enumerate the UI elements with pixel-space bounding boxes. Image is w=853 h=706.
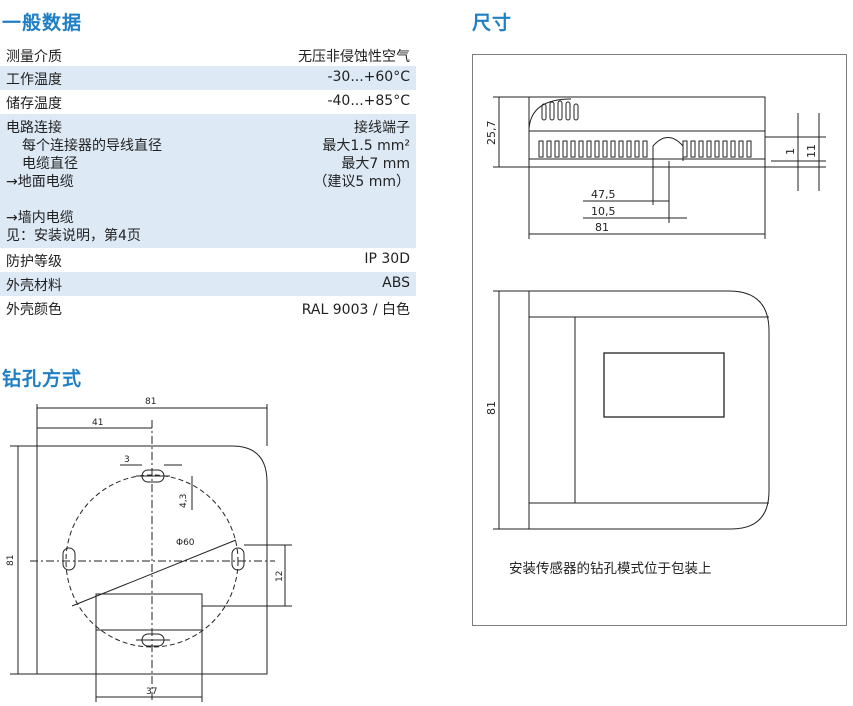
spec-subvalue: （建议5 mm） [313, 174, 410, 190]
dimensions-panel: 25,7 1 11 47,5 10,5 81 81 安装传感器的钻孔模式位于包装… [472, 54, 847, 626]
spec-label: 测量介质 [6, 49, 62, 65]
spec-row-operating-temp: 工作温度 -30...+60°C [0, 66, 416, 90]
spec-subvalue: 最大1.5 mm² [322, 138, 410, 154]
drill-dim-3: 3 [124, 455, 130, 465]
spec-value: RAL 9003 / 白色 [301, 302, 410, 318]
spec-row-storage-temp: 储存温度 -40...+85°C [0, 90, 416, 114]
spec-value: 无压非侵蚀性空气 [298, 49, 410, 65]
spec-note: 见：安装说明，第4页 [6, 228, 141, 244]
dim-width-label: 81 [595, 221, 609, 234]
dimensions-drawing: 25,7 1 11 47,5 10,5 81 81 [485, 96, 826, 530]
general-data-heading: 一般数据 [2, 12, 83, 34]
drill-dim-height: 81 [6, 555, 16, 566]
drill-dim-37: 37 [146, 687, 157, 697]
spec-sublabel: →地面电缆 [6, 174, 74, 190]
spec-value: ABS [382, 275, 410, 291]
spec-row-medium: 测量介质 无压非侵蚀性空气 [0, 44, 416, 66]
dim-47-label: 47,5 [591, 188, 616, 201]
drill-dim-width: 81 [145, 397, 156, 407]
spec-row-electrical: 电路连接 接线端子 每个连接器的导线直径 最大1.5 mm² 电缆直径 最大7 … [0, 114, 416, 248]
spec-label: 工作温度 [6, 72, 62, 88]
spec-value: -40...+85°C [327, 93, 410, 109]
spec-label: 电路连接 [6, 120, 62, 136]
spec-label: 外壳颜色 [6, 302, 62, 318]
side-vents [538, 140, 752, 158]
spec-sublabel: 电缆直径 [22, 156, 78, 172]
spec-value: -30...+60°C [327, 69, 410, 85]
drilling-pattern-drawing: 81 41 3 4,3 Φ60 81 12 37 [6, 397, 292, 702]
spec-row-housing-material: 外壳材料 ABS [0, 272, 416, 296]
drilling-heading: 钻孔方式 [2, 368, 83, 390]
dimensions-heading: 尺寸 [472, 12, 513, 34]
spec-value: 接线端子 [354, 120, 410, 136]
dim-front-height-label: 81 [485, 401, 498, 415]
spec-value: IP 30D [364, 251, 410, 267]
spec-label: 外壳材料 [6, 278, 62, 294]
panel-note: 安装传感器的钻孔模式位于包装上 [509, 561, 712, 577]
spec-label: 储存温度 [6, 96, 62, 112]
drill-dim-dia: Φ60 [176, 538, 195, 548]
drill-dim-41: 41 [92, 418, 103, 428]
spec-sublabel: 每个连接器的导线直径 [22, 138, 162, 154]
spec-row-housing-color: 外壳颜色 RAL 9003 / 白色 [0, 296, 416, 320]
dim-11-label: 11 [805, 144, 818, 158]
dim-10-label: 10,5 [591, 205, 616, 218]
drill-dim-12: 12 [275, 571, 285, 582]
spec-sublabel: →墙内电缆 [6, 210, 74, 226]
dim-1-label: 1 [784, 148, 797, 155]
spec-row-protection: 防护等级 IP 30D [0, 248, 416, 272]
spec-subvalue: 最大7 mm [341, 156, 410, 172]
spec-label: 防护等级 [6, 254, 62, 270]
drill-dim-43: 4,3 [179, 494, 189, 508]
dim-height-label: 25,7 [485, 121, 498, 146]
